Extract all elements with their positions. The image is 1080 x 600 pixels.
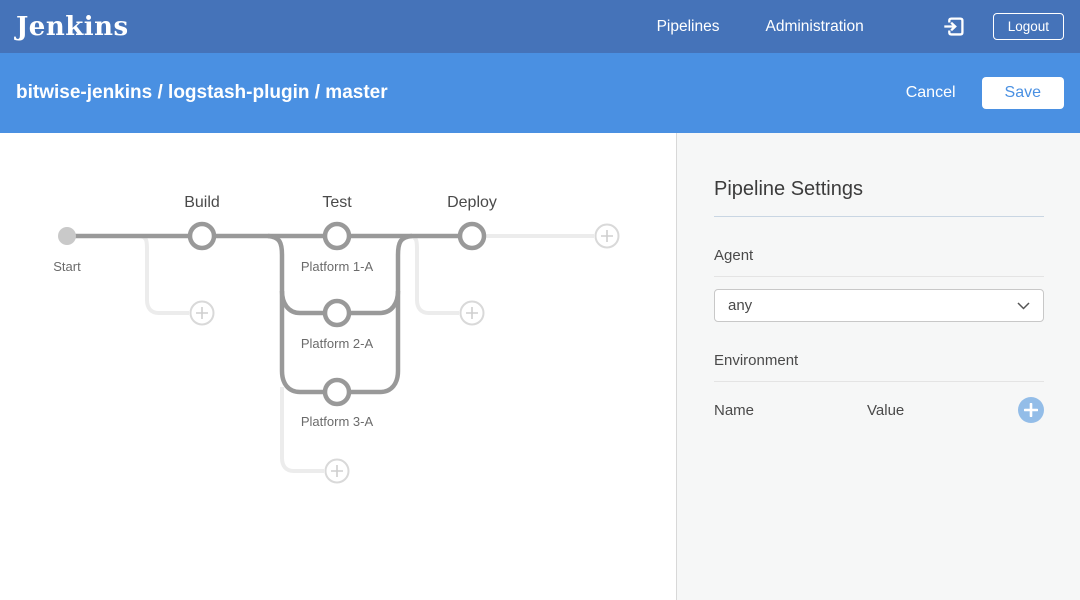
add-branch-test-button[interactable]: [326, 460, 349, 483]
toolbar-actions: Cancel Save: [906, 77, 1064, 109]
agent-select[interactable]: any: [714, 289, 1044, 322]
cancel-button[interactable]: Cancel: [906, 84, 956, 102]
stage-label-build: Build: [184, 194, 220, 211]
chevron-down-icon: [1017, 302, 1030, 310]
pipeline-graph: Build Test Deploy Start Platform 1-A Pla…: [0, 133, 676, 600]
content: Build Test Deploy Start Platform 1-A Pla…: [0, 133, 1080, 600]
dark-connectors: [67, 236, 472, 392]
breadcrumb: bitwise-jenkins / logstash-plugin / mast…: [16, 82, 388, 104]
env-value-header: Value: [867, 402, 1018, 419]
pipeline-canvas: Build Test Deploy Start Platform 1-A Pla…: [0, 133, 676, 600]
parallel-label-1: Platform 1-A: [301, 259, 374, 274]
stage-node-platform3[interactable]: [325, 380, 349, 404]
start-label: Start: [53, 259, 81, 274]
nav-pipelines[interactable]: Pipelines: [657, 18, 720, 36]
editor-toolbar: bitwise-jenkins / logstash-plugin / mast…: [0, 53, 1080, 133]
plus-icon: [1024, 403, 1038, 417]
top-navbar: Jenkins Pipelines Administration Logout: [0, 0, 1080, 53]
stage-node-test-platform1[interactable]: [325, 224, 349, 248]
panel-title: Pipeline Settings: [714, 178, 1044, 217]
agent-label: Agent: [714, 247, 1044, 277]
add-branch-build-button[interactable]: [191, 302, 214, 325]
stage-node-build[interactable]: [190, 224, 214, 248]
parallel-label-3: Platform 3-A: [301, 414, 374, 429]
exit-icon[interactable]: [942, 14, 967, 39]
logout-button[interactable]: Logout: [993, 13, 1064, 40]
start-node: [58, 227, 76, 245]
parallel-label-2: Platform 2-A: [301, 336, 374, 351]
agent-select-value: any: [728, 297, 752, 314]
env-name-header: Name: [714, 402, 867, 419]
navbar-right: Pipelines Administration Logout: [611, 13, 1064, 40]
save-button[interactable]: Save: [982, 77, 1064, 109]
stage-label-deploy: Deploy: [447, 194, 497, 211]
stage-label-test: Test: [322, 194, 352, 211]
environment-label: Environment: [714, 352, 1044, 382]
stage-node-deploy[interactable]: [460, 224, 484, 248]
add-environment-button[interactable]: [1018, 397, 1044, 423]
stage-node-platform2[interactable]: [325, 301, 349, 325]
pipeline-settings-panel: Pipeline Settings Agent any Environment …: [676, 133, 1080, 600]
environment-header-row: Name Value: [714, 397, 1044, 423]
jenkins-logo[interactable]: Jenkins: [16, 12, 129, 42]
nav-administration[interactable]: Administration: [765, 18, 863, 36]
add-stage-button[interactable]: [596, 225, 619, 248]
add-branch-deploy-button[interactable]: [461, 302, 484, 325]
